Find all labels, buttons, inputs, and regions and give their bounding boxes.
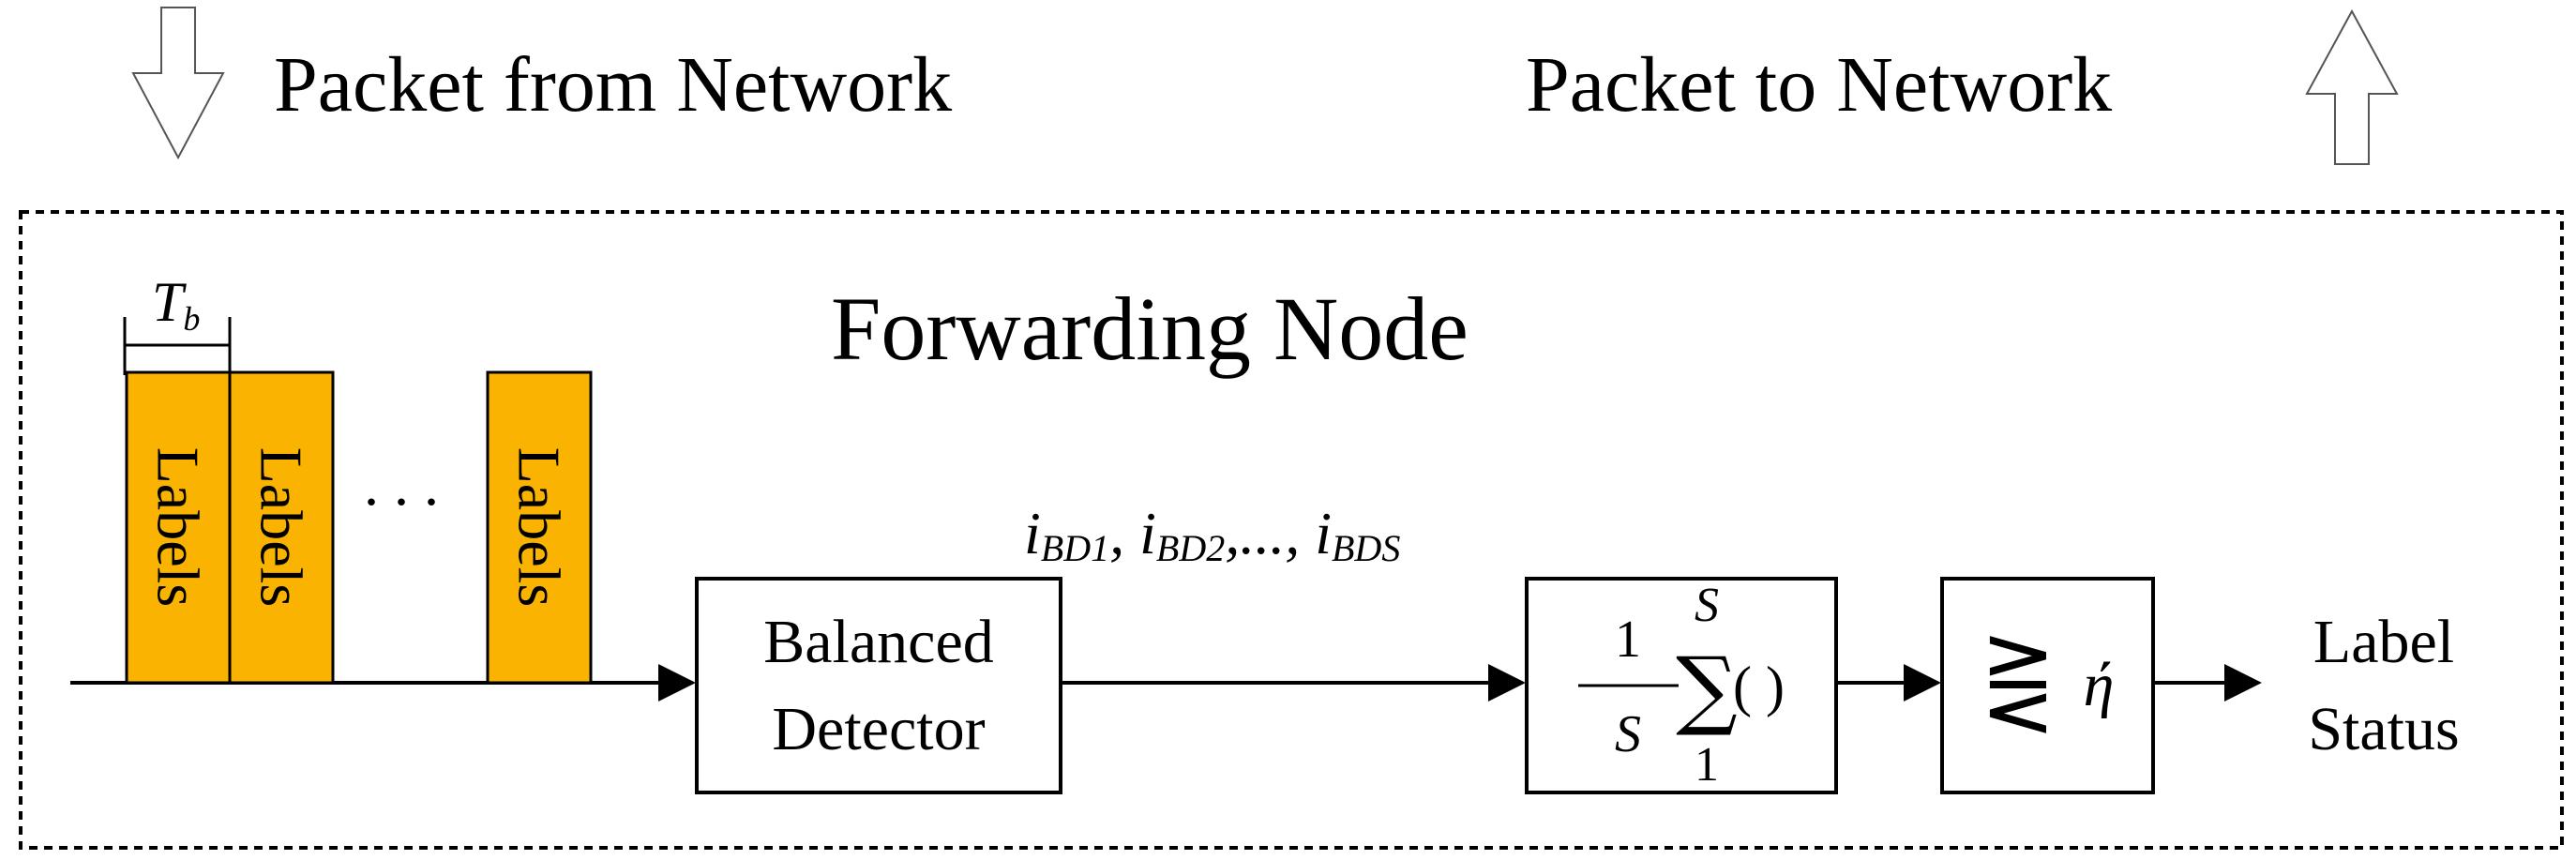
balanced-detector-line2: Detector [772, 695, 985, 763]
comparator-symbol: ⋛ [1981, 629, 2056, 734]
label-status-line1: Label [2313, 608, 2454, 676]
summation-symbol: ∑ [1676, 639, 1738, 739]
averager-argument: ( ) [1733, 656, 1785, 717]
averager-numerator: 1 [1615, 611, 1641, 669]
detector-output-signals: iBD1, iBD2,..., iBDS [1024, 500, 1400, 569]
packet-to-network-label: Packet to Network [1526, 41, 2112, 128]
bit-period-subscript: b [183, 300, 200, 338]
label-block-text: Labels [249, 447, 315, 608]
up-arrow-icon [2305, 8, 2399, 165]
down-arrow-icon [131, 7, 225, 160]
bit-period-marker: Tb [123, 271, 232, 375]
forwarding-node-title: Forwarding Node [831, 279, 1469, 379]
label-block [486, 370, 593, 685]
averager-lower-limit: 1 [1695, 738, 1719, 792]
balanced-detector-line1: Balanced [763, 608, 994, 676]
svg-text:Tb: Tb [152, 271, 200, 338]
averager-upper-limit: S [1695, 579, 1719, 632]
forwarding-node-boundary [19, 210, 2564, 850]
label-block-text: Labels [506, 447, 573, 608]
label-block [228, 370, 335, 685]
label-block-text: Labels [145, 447, 212, 608]
label-status-line2: Status [2308, 695, 2459, 763]
packet-from-network-label: Packet from Network [274, 41, 952, 128]
label-block [125, 370, 232, 685]
bit-period-symbol: T [152, 271, 187, 333]
balanced-detector-block [695, 577, 1062, 794]
threshold-symbol: ή [2084, 651, 2115, 719]
comparator-block [1940, 577, 2155, 794]
averager-denominator: S [1615, 705, 1641, 763]
label-ellipsis: . . . [364, 451, 439, 518]
